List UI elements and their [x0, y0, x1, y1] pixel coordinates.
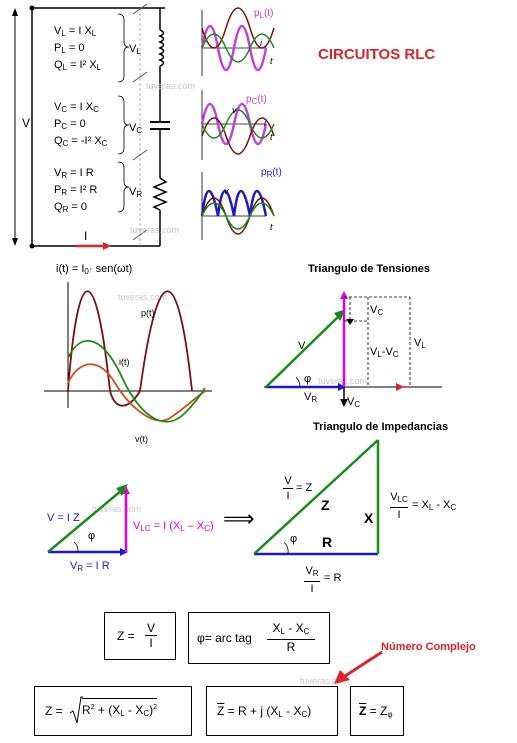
main-label-v: v(t): [135, 434, 148, 444]
capacitor-icon: [150, 121, 170, 130]
rlc-circuit: [12, 3, 170, 250]
main-waveform: [44, 282, 212, 423]
imp-right-z: Z: [321, 497, 330, 513]
page-title: CIRCUITOS RLC: [318, 46, 436, 63]
tens-v: V: [298, 340, 306, 352]
current-formula: i(t) = I0· sen(ωt): [56, 263, 133, 276]
mini-waveforms: [200, 7, 275, 240]
tens-vr: VR: [304, 391, 318, 404]
imp-right-r-frac: VR I: [304, 565, 320, 595]
z-modulus-box: Z = R2 + (XL - XC)2: [34, 686, 192, 736]
capacitor-waveform: [200, 90, 275, 160]
mini-label-pc: pC(t): [246, 94, 267, 106]
inductor-icon: [158, 29, 165, 67]
z-polar-box: Z = Zφ: [350, 686, 404, 736]
mini-label-l-t: t: [270, 56, 273, 66]
imp-right-x: X: [364, 510, 374, 526]
implies-arrow: ⟹: [223, 506, 255, 531]
imp-right-z-eq: = Z: [296, 482, 313, 494]
mini-label-c-t: t: [270, 132, 273, 142]
z-complex-box: Z = R + j (XL - XC): [206, 686, 338, 736]
tensiones-title: Triangulo de Tensiones: [308, 263, 431, 275]
imp-right-x-eq: = XL - XC: [412, 499, 457, 512]
z-definition-box: Z = V I: [104, 612, 176, 660]
imp-right-phi: φ: [290, 533, 298, 545]
circuit-label-v: V: [22, 116, 31, 130]
mini-label-r-v: v: [224, 186, 229, 196]
impedance-right-triangle: [253, 439, 380, 556]
resistor-waveform: [200, 172, 275, 240]
capacitor-equations: VC = I XC PC = 0 QC = -I² XC: [54, 101, 108, 148]
imp-right-z-frac: V I: [283, 475, 293, 502]
watermark: tuveras.com: [118, 292, 168, 302]
mini-label-l-i: i: [260, 38, 262, 48]
imp-left-vlc: VLC = I (XL – XC): [133, 520, 214, 533]
mini-label-c-i: i: [264, 118, 266, 128]
tens-vl: VL: [414, 337, 426, 350]
watermark: tuveras.com: [300, 676, 350, 686]
imp-left-phi: φ: [88, 530, 96, 542]
watermark: tuveras.com: [92, 504, 142, 514]
imp-right-r-eq: = R: [324, 572, 342, 584]
complex-number-label: Número Complejo: [381, 641, 476, 653]
mini-label-c-v: v: [232, 105, 237, 115]
mini-label-r-t: t: [270, 222, 273, 232]
circuit-label-vr: VR: [129, 186, 143, 199]
mini-label-pl: pL(t): [254, 8, 274, 20]
phi-definition-box: φ= arc tag XL - XC R: [188, 612, 330, 664]
watermark: tuveras.com: [146, 81, 196, 91]
circuit-label-vc: VC: [129, 122, 143, 135]
imp-right-x-frac: VLC I: [390, 491, 408, 521]
watermark: tuveras.com: [130, 225, 180, 235]
tens-vl-vc: VL-VC: [370, 346, 399, 359]
imp-right-r: R: [322, 534, 333, 550]
main-label-p: p(t): [141, 308, 155, 318]
imp-left-vi: V = I Z: [47, 512, 80, 524]
imp-left-vr: VR = I R: [70, 560, 110, 573]
inductor-equations: VL = I XL PL = 0 QL = I² XL: [54, 25, 102, 72]
resistor-equations: VR = I R PR = I² R QR = 0: [54, 167, 98, 214]
complex-arrow: [334, 650, 383, 684]
impedancias-title: Triangulo de Impedancias: [313, 421, 449, 433]
inductor-waveform: [200, 7, 275, 76]
mini-label-pr: pR(t): [261, 167, 282, 179]
main-label-i: i(t): [119, 357, 130, 367]
watermark: tuveras.com: [318, 376, 368, 386]
tens-vc-bottom: VC: [347, 396, 361, 409]
resistor-icon: [152, 177, 168, 211]
circuit-label-i: I: [84, 229, 88, 243]
voltage-triangle: [264, 291, 442, 407]
impedance-left-triangle: [47, 484, 130, 556]
tens-phi: φ: [304, 373, 312, 385]
circuit-label-vl: VL: [129, 43, 141, 56]
tens-vc-top: VC: [370, 304, 384, 317]
